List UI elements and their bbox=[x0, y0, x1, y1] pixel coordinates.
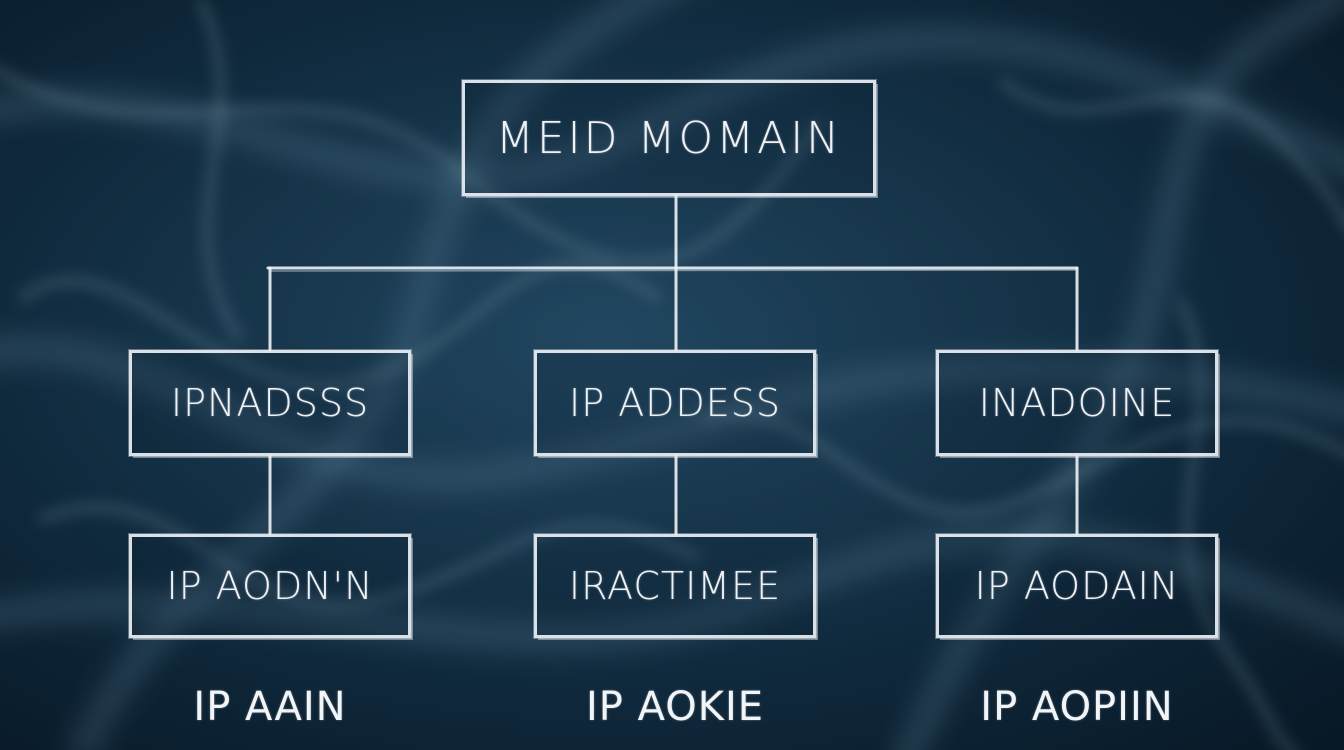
root-node: MEID MOMAIN bbox=[462, 80, 876, 196]
branch-2-level-1-label: IP ADDESS bbox=[569, 381, 781, 425]
branch-3-level-1-node: INADOINE bbox=[936, 350, 1218, 456]
branch-2-caption: IP AOKIE bbox=[585, 684, 765, 730]
branch-3-caption: IP AOPIIN bbox=[980, 684, 1174, 730]
branch-2-level-1-node: IP ADDESS bbox=[534, 350, 816, 456]
branch-2-level-2-node: IRACTIMEE bbox=[534, 534, 816, 638]
branch-3-level-2-node: IP AODAIN bbox=[936, 534, 1218, 638]
branch-1-level-2-node: IP AODN'N bbox=[129, 534, 411, 638]
branch-1-level-1-label: IPNADSSS bbox=[170, 381, 370, 425]
branch-3-level-2-label: IP AODAIN bbox=[974, 564, 1180, 608]
branch-3-level-1-label: INADOINE bbox=[978, 381, 1176, 425]
branch-2-level-2-label: IRACTIMEE bbox=[568, 564, 782, 608]
branch-1-caption: IP AAIN bbox=[193, 684, 347, 730]
branch-1-level-2-label: IP AODN'N bbox=[166, 564, 374, 608]
root-node-label: MEID MOMAIN bbox=[495, 112, 843, 164]
branch-1-level-1-node: IPNADSSS bbox=[129, 350, 411, 456]
